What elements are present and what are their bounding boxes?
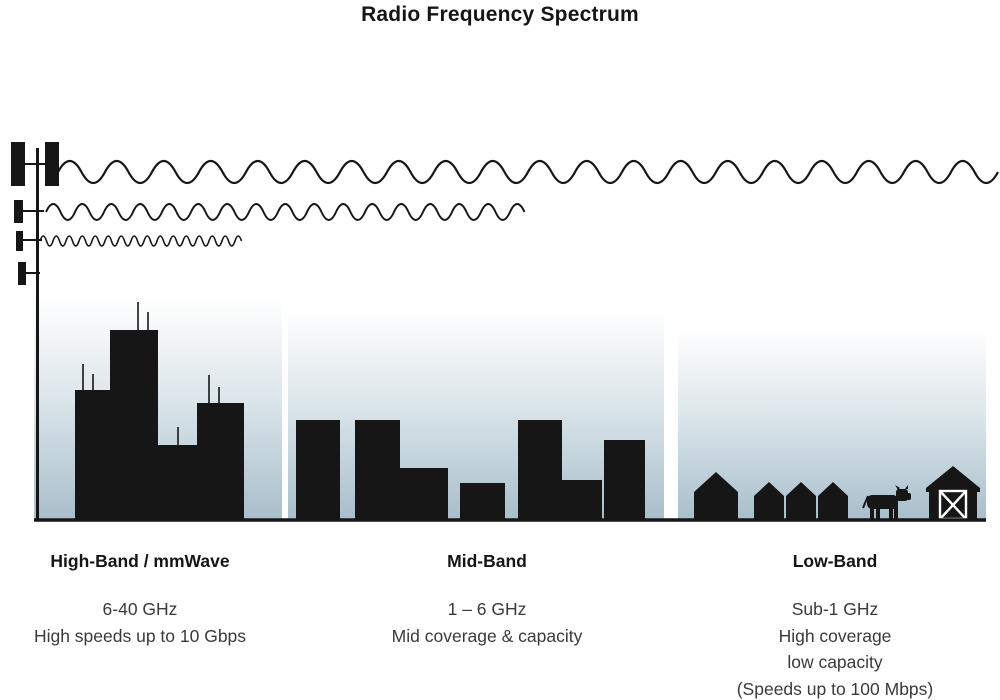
low-band-label: Low-Band <box>792 551 878 571</box>
long-wave-low-band <box>57 159 999 185</box>
antenna-panel-icon <box>16 231 23 251</box>
barn-icon <box>926 466 980 521</box>
band-detail-line: Sub-1 GHz <box>791 599 879 619</box>
tower-mast <box>36 148 39 520</box>
building-icon <box>400 468 448 520</box>
medium-wave-mid-band <box>45 203 526 221</box>
antenna-panel-icon <box>18 262 26 285</box>
building-icon <box>604 440 645 520</box>
high-band-skyline <box>75 302 244 520</box>
house-icon <box>786 482 816 520</box>
band-detail-line: 1 – 6 GHz <box>447 599 527 619</box>
building-icon <box>562 480 602 520</box>
cow-icon <box>862 485 911 520</box>
high-band-label: High-Band / mmWave <box>50 551 230 571</box>
house-icon <box>818 482 848 520</box>
spectrum-illustration <box>11 142 999 522</box>
cell-tower <box>11 142 59 520</box>
diagram-title: Radio Frequency Spectrum <box>361 3 639 26</box>
building-icon <box>158 445 197 520</box>
band-detail-line: High speeds up to 10 Gbps <box>33 625 247 646</box>
antenna-panel-icon <box>45 142 59 186</box>
antenna-panel-icon <box>14 200 23 223</box>
band-detail-line: 6-40 GHz <box>102 599 178 619</box>
mid-band-skyline <box>296 420 645 520</box>
building-icon <box>355 420 400 520</box>
building-icon <box>518 420 562 520</box>
antenna-panel-icon <box>11 142 25 186</box>
mid-band-label: Mid-Band <box>447 551 527 571</box>
building-icon <box>110 330 158 520</box>
short-wave-high-band <box>39 235 243 247</box>
building-icon <box>75 390 110 520</box>
low-band-countryside <box>694 466 980 521</box>
band-detail-line: High coverage <box>778 625 892 646</box>
building-icon <box>197 403 244 520</box>
band-detail-line: Mid coverage & capacity <box>391 625 583 646</box>
band-detail-line: (Speeds up to 100 Mbps) <box>736 678 934 699</box>
band-detail-line: low capacity <box>787 652 883 672</box>
building-icon <box>460 483 505 520</box>
building-icon <box>296 420 340 520</box>
house-icon <box>754 482 784 520</box>
house-icon <box>694 472 738 520</box>
